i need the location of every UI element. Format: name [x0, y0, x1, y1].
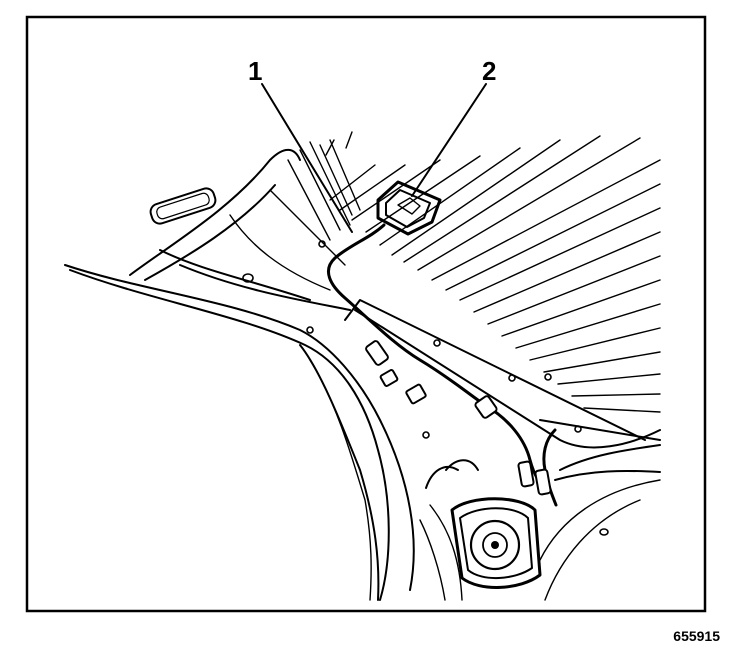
- panel-slot: [149, 187, 217, 225]
- leader-line-2: [411, 83, 487, 197]
- harness-bracket: [425, 459, 479, 489]
- mounting-holes: [242, 240, 609, 536]
- panel-slot-inner: [156, 192, 210, 220]
- callout-1: 1: [248, 56, 262, 86]
- leader-line-1: [261, 83, 353, 233]
- leader-lines: [261, 83, 487, 233]
- antenna-module: [376, 180, 442, 236]
- speaker-housing: [450, 497, 542, 589]
- body-panels: [64, 148, 661, 601]
- callout-2: 2: [482, 56, 496, 86]
- figure-id: 655915: [673, 628, 720, 644]
- defroster-grid: [329, 135, 661, 413]
- cable-connectors: [365, 340, 552, 496]
- pillar-strips: [287, 131, 361, 241]
- diagram-frame: [25, 15, 707, 613]
